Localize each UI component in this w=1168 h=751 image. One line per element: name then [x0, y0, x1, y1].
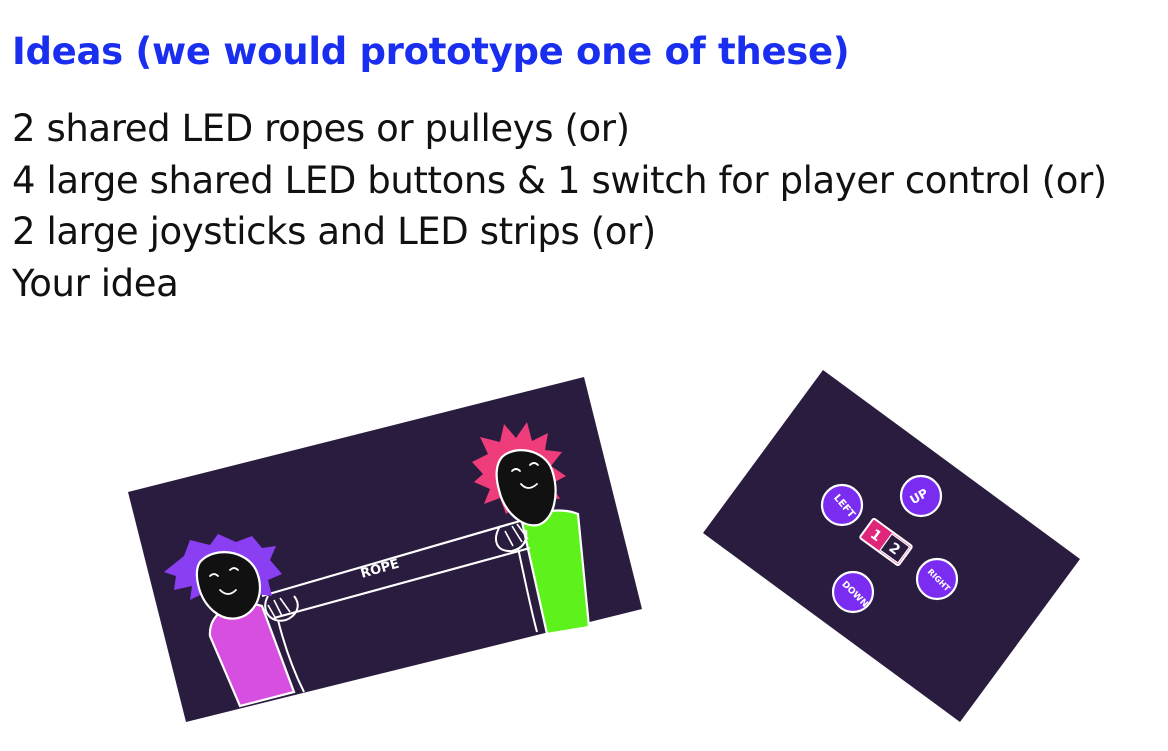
- controller-background: [703, 370, 1080, 722]
- right-player-expression: [511, 462, 539, 489]
- idea-item-your-idea: Your idea: [12, 261, 179, 305]
- slide-title: Ideas (we would prototype one of these): [12, 30, 850, 73]
- idea-item-ropes: 2 shared LED ropes or pulleys (or): [12, 107, 630, 150]
- left-button-label: LEFT: [831, 493, 857, 521]
- up-button-label: UP: [907, 486, 930, 507]
- up-led-button: UP: [899, 474, 943, 518]
- left-player-hand: [264, 595, 299, 622]
- idea-list: 2 shared LED ropes or pulleys (or) 4 lar…: [12, 103, 1107, 309]
- down-led-button: DOWN: [831, 570, 875, 614]
- right-player-fingers: [504, 523, 529, 547]
- right-button-label: RIGHT: [926, 567, 952, 593]
- left-player-expression: [209, 567, 239, 595]
- left-player-face: [195, 551, 261, 620]
- idea-item-joysticks: 2 large joysticks and LED strips (or): [12, 210, 656, 253]
- left-rope-tail: [277, 619, 305, 693]
- down-button-label: DOWN: [839, 580, 869, 610]
- right-player-body: [520, 509, 591, 636]
- left-led-button: LEFT: [820, 483, 864, 527]
- switch-label-1: 1: [867, 526, 884, 545]
- player-switch: 1 2: [859, 517, 913, 567]
- idea-item-buttons: 4 large shared LED buttons & 1 switch fo…: [12, 158, 1107, 202]
- left-player-fingers: [267, 597, 291, 620]
- right-player-hand: [495, 525, 528, 553]
- rope-illustration-background: [128, 377, 642, 722]
- right-rope-tail: [517, 547, 538, 633]
- left-player-hair: [164, 534, 282, 606]
- right-player-face: [495, 449, 557, 527]
- rope: [261, 519, 531, 620]
- left-player-body: [208, 602, 296, 708]
- right-player-hair: [472, 422, 566, 514]
- switch-label-2: 2: [886, 540, 903, 559]
- right-led-button: RIGHT: [915, 557, 959, 601]
- rope-label: ROPE: [359, 557, 401, 582]
